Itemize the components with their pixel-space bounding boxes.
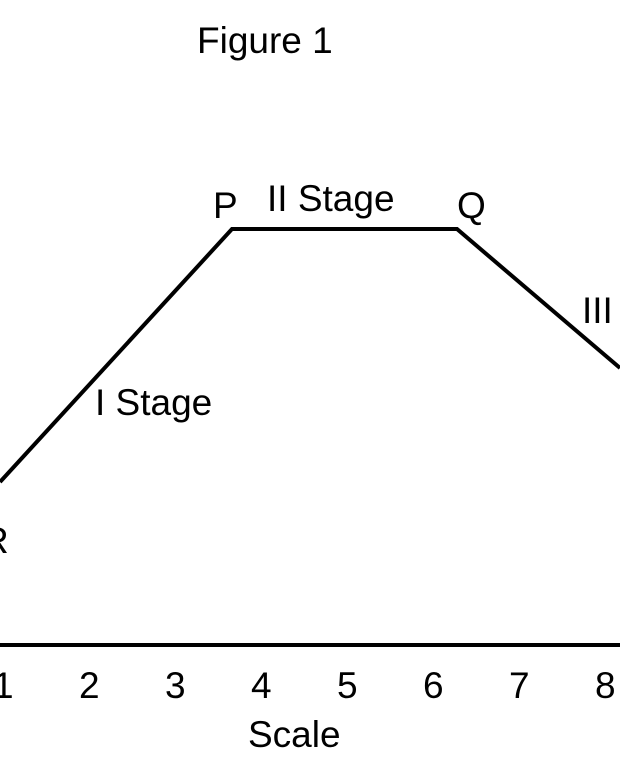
axis-tick-label: 7 [509, 665, 530, 706]
stage-label-second: II Stage [267, 178, 395, 219]
axis-tick-label: 5 [337, 665, 358, 706]
axis-label: Scale [248, 714, 341, 755]
point-label-q: Q [457, 185, 486, 226]
stage-curve [0, 227, 620, 484]
axis-tick-label: 3 [165, 665, 186, 706]
point-label-p: P [213, 185, 238, 226]
axis-tick-label: 2 [79, 665, 100, 706]
point-label-r: R [0, 522, 9, 559]
stage-label-first: I Stage [95, 382, 213, 423]
figure-title: Figure 1 [197, 20, 333, 61]
stage-label-third: III [582, 290, 613, 331]
axis-tick-label: 6 [423, 665, 444, 706]
axis-tick-label: 1 [0, 665, 14, 706]
axis-tick-label: 4 [251, 665, 272, 706]
axis-tick-label: 8 [595, 665, 616, 706]
